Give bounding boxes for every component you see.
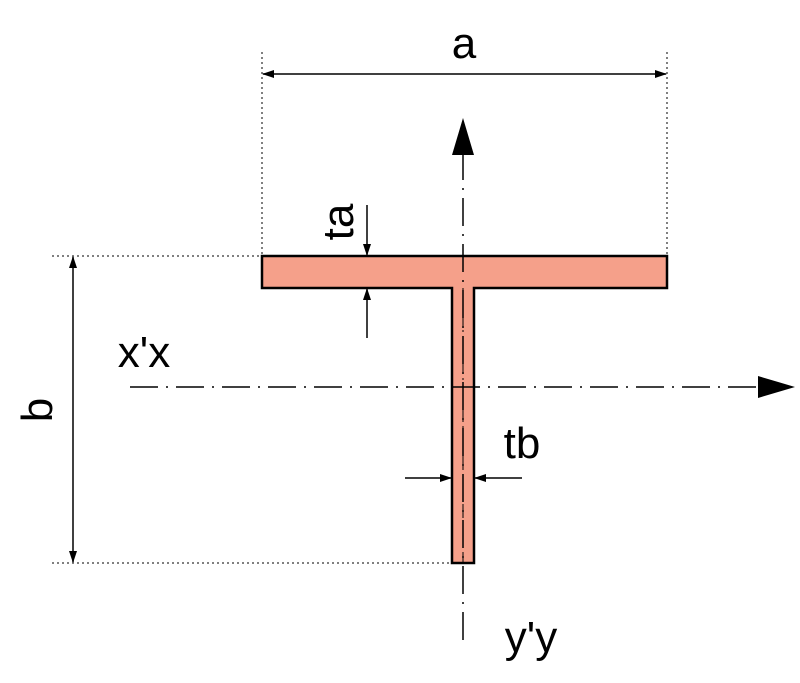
y-axis-arrowhead: [452, 118, 474, 155]
label-x-axis: x'x: [118, 328, 170, 377]
label-y-axis: y'y: [505, 613, 557, 662]
label-tb: tb: [504, 419, 541, 468]
label-ta: ta: [314, 203, 363, 240]
x-axis-arrowhead: [758, 376, 795, 398]
label-b: b: [13, 398, 62, 422]
label-a: a: [452, 19, 477, 68]
t-section-shape: [260, 254, 669, 565]
